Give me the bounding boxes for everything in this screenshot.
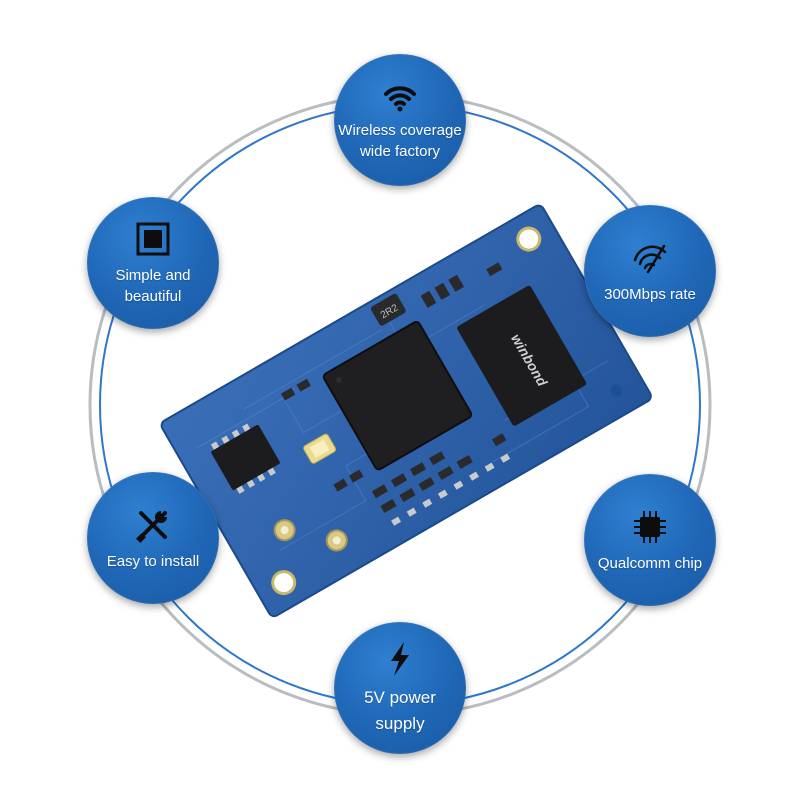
mount-hole xyxy=(516,226,542,252)
feature-label: Wireless coverage wide factory xyxy=(338,122,462,160)
wifi-module-board: winbond 2R2 xyxy=(160,204,652,618)
flash-chip xyxy=(211,424,280,490)
soc-chip xyxy=(322,321,473,471)
chip-icon xyxy=(634,510,666,543)
feature-wireless-coverage: Wireless coverage wide factory xyxy=(334,54,466,186)
feature-label: 5V power supply xyxy=(364,688,436,733)
feature-simple-beautiful: Simple and beautiful xyxy=(87,197,219,329)
square-icon xyxy=(136,222,170,256)
ram-chip xyxy=(457,285,587,426)
feature-label: Simple and beautiful xyxy=(115,267,191,305)
tools-icon xyxy=(136,510,167,543)
feature-label: Easy to install xyxy=(106,552,200,570)
lightning-icon xyxy=(391,642,409,676)
feature-label: 300Mbps rate xyxy=(604,285,696,303)
feature-5v-power: 5V power supply xyxy=(334,622,466,754)
feature-easy-install: Easy to install xyxy=(87,472,219,604)
wifi-icon xyxy=(384,86,416,112)
feature-300mbps-rate: 300Mbps rate xyxy=(584,205,716,337)
mount-hole xyxy=(271,570,297,596)
inductor xyxy=(370,293,406,326)
feature-qualcomm-chip: Qualcomm chip xyxy=(584,474,716,606)
feature-label: Qualcomm chip xyxy=(597,554,703,572)
signal-rate-icon xyxy=(633,244,667,273)
